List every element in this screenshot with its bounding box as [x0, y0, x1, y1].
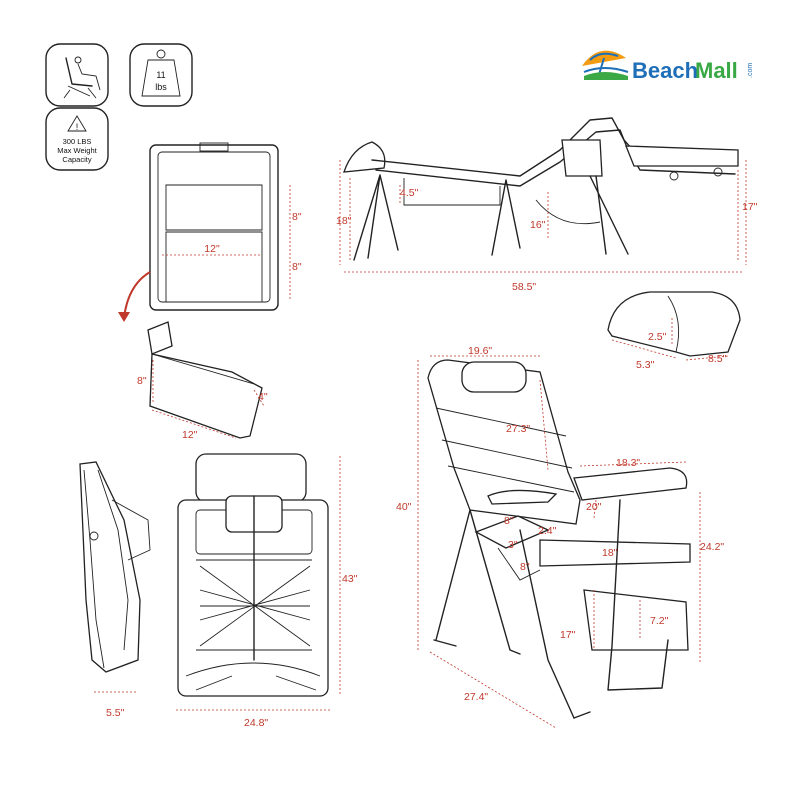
left-armrest [487, 489, 558, 505]
side-depth-label: 4.5" [400, 187, 419, 199]
arrow-head-icon [118, 312, 130, 322]
back-height-label: 43" [342, 573, 358, 585]
seat-depth-label: 18" [602, 547, 618, 559]
capacity-line3: Capacity [62, 155, 91, 164]
cup-height-label: 8" [520, 561, 530, 573]
brand-suffix: .com [747, 63, 754, 78]
bag-width-label: 12" [182, 429, 198, 441]
pocket [583, 589, 689, 651]
cup-width-label: 8" [504, 515, 514, 527]
headrest-pillow [461, 361, 527, 393]
chair-total-height-label: 40" [396, 501, 412, 513]
right-armrest [573, 467, 688, 501]
recline-icon-box [45, 43, 109, 107]
reclined-side-view: 4.5" 18" 16" 17" 58.5" [336, 117, 758, 293]
back-width-label: 24.8" [244, 717, 268, 729]
chair-depth-label: 27.4" [464, 691, 488, 703]
capacity-line2: Max Weight [57, 146, 97, 155]
pillow-depth-label: 8.5" [708, 353, 727, 365]
tray-height-lower-label: 8" [292, 261, 302, 273]
folded-side-view: 5.5" [79, 461, 151, 719]
arrow-line [123, 271, 151, 319]
beachmall-logo: Beach Mall .com [582, 50, 754, 83]
arm-height-label: 24.2" [700, 541, 724, 553]
tray-height-upper-label: 8" [292, 211, 302, 223]
capacity-icon-box: ! 300 LBS Max Weight Capacity [45, 107, 109, 171]
seat-height-label: 17" [560, 629, 576, 641]
pillow-height-label: 2.5" [648, 331, 667, 343]
pillow-view: 2.5" 5.3" 8.5" [607, 291, 741, 371]
chair-back-width-label: 19.6" [468, 345, 492, 357]
brand-name-part1: Beach [632, 58, 698, 83]
recline-chair-icon [63, 56, 101, 99]
back-view: 43" 24.8" [176, 453, 358, 729]
umbrella-icon [582, 50, 629, 80]
capacity-line1: 300 LBS [63, 137, 92, 146]
folded-thickness-label: 5.5" [106, 707, 125, 719]
tray-width-label: 12" [204, 243, 220, 255]
side-length-label: 58.5" [512, 281, 536, 293]
side-leg-height-label: 16" [530, 219, 546, 231]
pocket-depth-label: 7.2" [650, 615, 669, 627]
brand-name-part2: Mall [695, 58, 738, 83]
pillow-width-label: 5.3" [636, 359, 655, 371]
headrest-tray-view: 12" 8" 8" [149, 142, 302, 311]
seat-front [539, 539, 691, 567]
side-seat-height-label: 18" [336, 215, 352, 227]
weight-value: 11 [156, 70, 165, 80]
cup-holder [474, 515, 550, 549]
weight-icon-box: 11 lbs [129, 43, 193, 107]
chair-back-height-label: 27.3" [506, 423, 530, 435]
bag-height-label: 8" [137, 375, 147, 387]
cup-depth-label: 3" [508, 539, 518, 551]
weight-icon [141, 49, 181, 97]
armrest-length-label: 18.3" [616, 457, 640, 469]
bag-depth-label: 4" [258, 391, 268, 403]
pillow-part [343, 141, 386, 173]
weight-unit: lbs [155, 82, 167, 92]
warning-icon: ! [67, 115, 87, 132]
armrest-width-label: 20" [586, 501, 602, 513]
storage-bag-view: 8" 4" 12" [137, 321, 268, 441]
cup-gap-label: 2.4" [538, 525, 557, 537]
side-foot-height-label: 17" [742, 201, 758, 213]
svg-text:!: ! [76, 122, 79, 132]
back-pillow [195, 453, 307, 503]
main-chair-view: 19.6" 27.3" 40" 18.3" 20" 8" 2.4" 3" 8" … [396, 345, 724, 729]
